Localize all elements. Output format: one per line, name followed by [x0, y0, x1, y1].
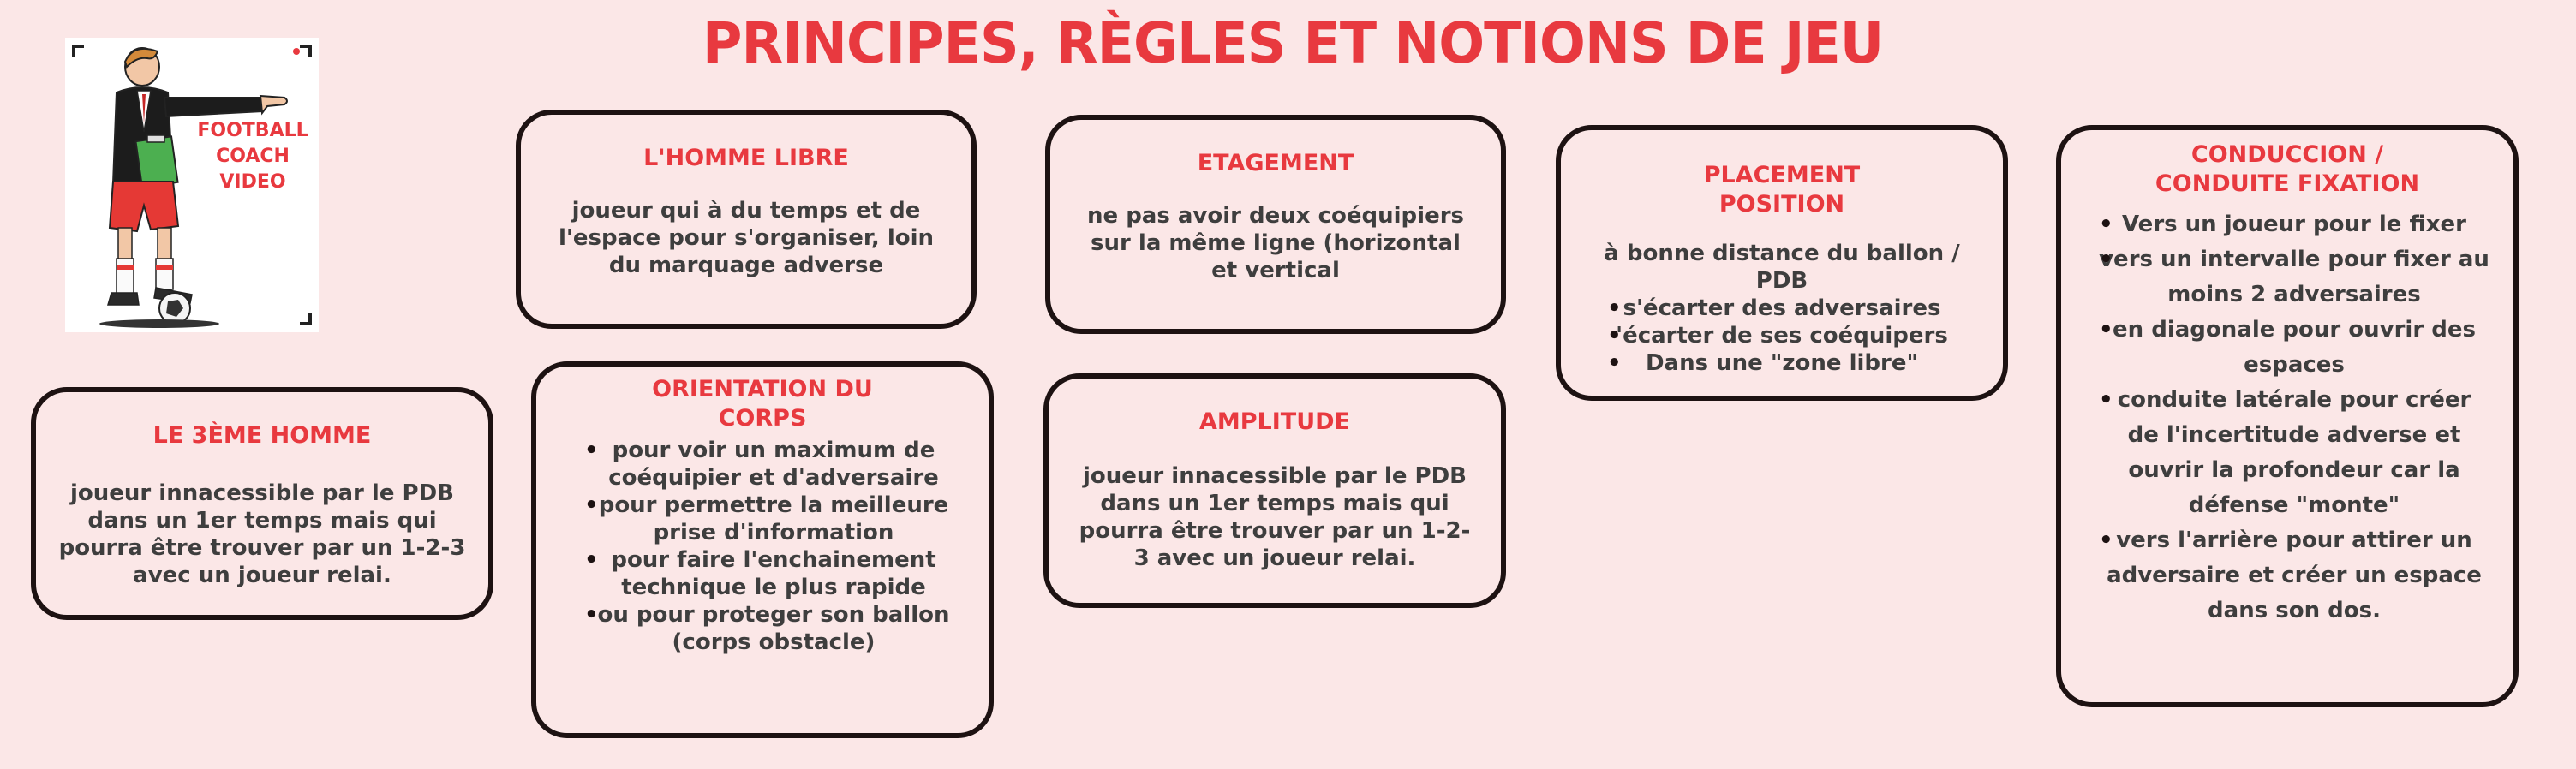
card-conduccion: CONDUCCION / CONDUITE FIXATION •Vers un … [2056, 125, 2519, 707]
list-item: •'écarter de ses coéquipers [1607, 323, 1948, 349]
logo-line: COACH [216, 146, 290, 167]
card-title: CONDUCCION / [2190, 141, 2384, 168]
list-item: •pour faire l'enchainement technique le … [584, 547, 936, 600]
card-title: ETAGEMENT [1197, 150, 1354, 176]
bullet-list: •s'écarter des adversaires •'écarter de … [1575, 295, 1989, 377]
list-item: •Dans une "zone libre" [1607, 350, 1919, 376]
card-text: joueur qui à du temps et de l'espace pou… [558, 198, 935, 278]
card-title: POSITION [1718, 191, 1845, 218]
card-text: joueur innacessible par le PDB dans un 1… [1079, 463, 1471, 571]
list-item: •en diagonale pour ouvrir des espaces [2099, 317, 2476, 378]
list-item: •pour voir un maximum de coéquipier et d… [584, 438, 939, 491]
card-title: ORIENTATION DU [652, 376, 873, 402]
list-item: •vers l'arrière pour attirer un adversai… [2099, 528, 2482, 623]
bullet-list: •Vers un joueur pour le fixer •vers un i… [2099, 207, 2489, 629]
card-title: LE 3ÈME HOMME [152, 422, 372, 449]
card-amplitude: AMPLITUDE joueur innacessible par le PDB… [1043, 373, 1506, 608]
coach-illustration [72, 45, 312, 328]
list-item: •s'écarter des adversaires [1607, 295, 1941, 321]
list-item: •ou pour proteger son ballon (corps obst… [584, 602, 950, 655]
card-placement: PLACEMENT POSITION à bonne distance du b… [1556, 125, 2008, 401]
card-title: CONDUITE FIXATION [2155, 170, 2420, 197]
list-item: •conduite latérale pour créer de l'incer… [2099, 387, 2471, 518]
logo: FOOTBALL COACH VIDEO [65, 38, 319, 332]
card-text: joueur innacessible par le PDB dans un 1… [58, 480, 466, 588]
list-item: •Vers un joueur pour le fixer [2099, 212, 2466, 237]
card-orientation: ORIENTATION DU CORPS •pour voir un maxim… [531, 361, 994, 738]
logo-line: VIDEO [219, 171, 286, 193]
logo-line: FOOTBALL [197, 120, 308, 141]
card-title: AMPLITUDE [1198, 408, 1350, 435]
card-etagement: ETAGEMENT ne pas avoir deux coéquipiers … [1045, 115, 1506, 334]
card-text: ne pas avoir deux coéquipiers sur la mêm… [1087, 203, 1464, 283]
card-homme-libre: L'HOMME LIBRE joueur qui à du temps et d… [516, 110, 977, 329]
list-item: •pour permettre la meilleure prise d'inf… [584, 492, 949, 545]
card-troisieme-homme: LE 3ÈME HOMME joueur innacessible par le… [31, 387, 493, 620]
card-title: PLACEMENT [1703, 162, 1861, 188]
page-title: PRINCIPES, RÈGLES ET NOTIONS DE JEU [702, 10, 1884, 76]
card-text: à bonne distance du ballon / PDB [1604, 241, 1960, 294]
bullet-list: •pour voir un maximum de coéquipier et d… [584, 437, 963, 656]
list-item: •vers un intervalle pour fixer au moins … [2099, 247, 2489, 307]
card-title: L'HOMME LIBRE [643, 145, 849, 171]
card-title: CORPS [718, 405, 807, 432]
logo-text: FOOTBALL COACH VIDEO [188, 118, 317, 195]
